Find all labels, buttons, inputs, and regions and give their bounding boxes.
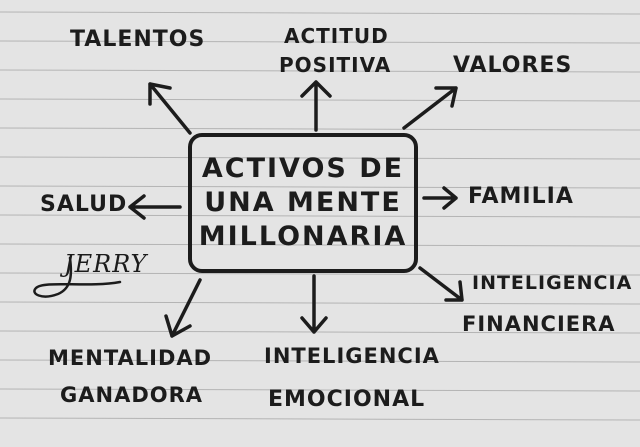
- ruled-line: [0, 243, 640, 247]
- label-familia: FAMILIA: [468, 184, 574, 209]
- ruled-line: [0, 301, 640, 305]
- ruled-line: [0, 330, 640, 334]
- center-line-1: ACTIVOS DE: [201, 153, 405, 185]
- ruled-line: [0, 11, 640, 15]
- signature-flourish: [33, 256, 122, 298]
- label-positiva: POSITIVA: [279, 53, 392, 77]
- ruled-line: [0, 156, 640, 160]
- signature-text: JERRY: [64, 250, 148, 278]
- ruled-line: [0, 98, 640, 102]
- label-mentalidad: MENTALIDAD: [48, 346, 213, 370]
- signature: JERRY: [28, 244, 168, 306]
- arrow-to-salud: [128, 194, 182, 220]
- label-valores: VALORES: [453, 53, 573, 78]
- ruled-lines: [0, 11, 640, 421]
- ruled-line: [0, 127, 640, 131]
- label-actitud: ACTITUD: [284, 24, 389, 48]
- label-ganadora: GANADORA: [60, 383, 204, 407]
- ruled-line: [0, 40, 640, 44]
- arrow-to-inteligencia-emocional: [300, 274, 328, 334]
- arrow-to-talentos: [148, 82, 192, 135]
- arrow-to-familia: [422, 186, 458, 210]
- ruled-line: [0, 69, 640, 73]
- center-line-3: MILLONARIA: [198, 220, 408, 252]
- center-line-2: UNA MENTE: [204, 187, 402, 219]
- arrow-to-mentalidad-ganadora: [164, 278, 202, 338]
- ruled-line: [0, 214, 640, 218]
- arrow-to-valores: [402, 86, 458, 130]
- label-inteligencia-emocional-2: EMOCIONAL: [268, 387, 426, 412]
- ruled-line: [0, 388, 640, 392]
- label-salud: SALUD: [40, 192, 128, 217]
- label-inteligencia-financiera-2: FINANCIERA: [462, 312, 616, 336]
- label-inteligencia-financiera-1: INTELIGENCIA: [472, 272, 633, 294]
- ruled-line: [0, 185, 640, 189]
- label-inteligencia-emocional-1: INTELIGENCIA: [264, 344, 440, 368]
- connector-arrows: [128, 80, 464, 338]
- arrow-to-actitud-positiva: [300, 80, 332, 132]
- central-concept-box: ACTIVOS DE UNA MENTE MILLONARIA: [188, 133, 418, 273]
- ruled-line: [0, 272, 640, 276]
- ruled-line: [0, 417, 640, 421]
- label-talentos: TALENTOS: [70, 27, 206, 52]
- arrow-to-inteligencia-financiera: [418, 266, 464, 302]
- ruled-line: [0, 359, 640, 363]
